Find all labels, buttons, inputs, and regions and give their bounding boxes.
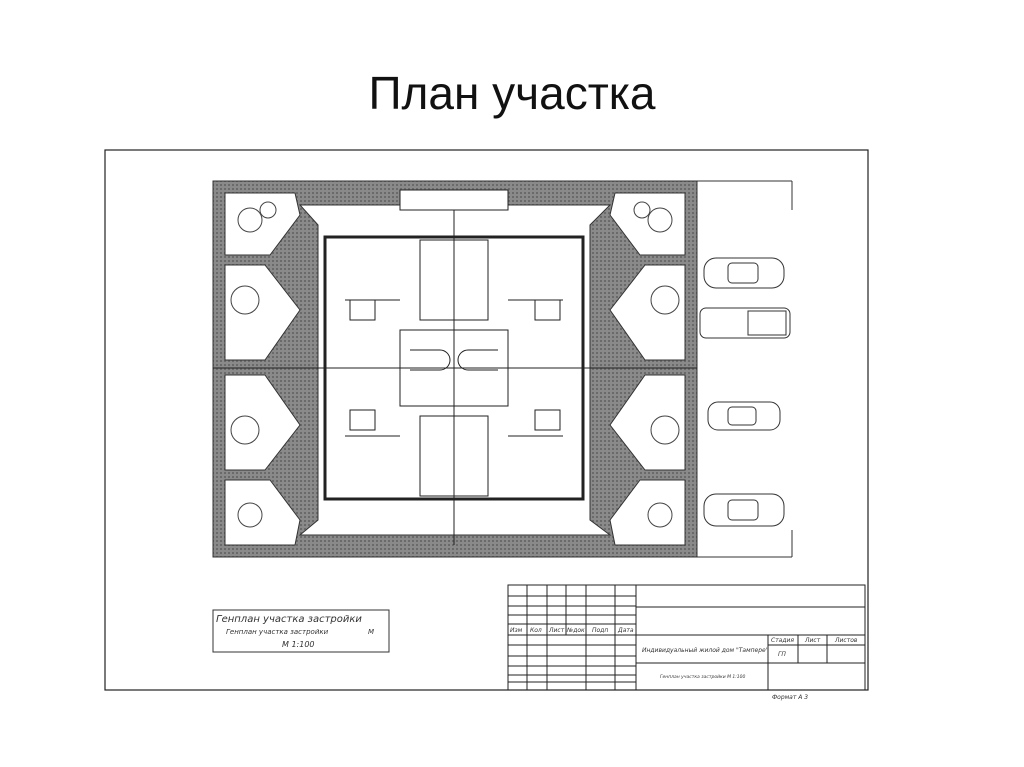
col-kol: Кол — [530, 627, 542, 634]
stage-label: Стадия — [771, 637, 794, 644]
sheet-title: Генплан участка застройки М 1:100 — [660, 674, 746, 680]
label-line1: Генплан участка застройки — [216, 614, 362, 625]
label-scale: М 1:100 — [282, 640, 315, 649]
col-izm: Изм — [510, 627, 523, 634]
col-ndok: №док — [566, 627, 585, 634]
col-data: Дата — [617, 627, 634, 634]
site-area — [212, 180, 698, 558]
stage-value: ГП — [778, 651, 786, 658]
car-4 — [703, 493, 785, 527]
slide-title: План участка — [368, 67, 656, 119]
col-list: Лист — [548, 627, 565, 634]
car-3 — [707, 401, 781, 431]
col-podp: Подп — [592, 627, 608, 634]
sheet-frame — [104, 149, 869, 691]
drawing-label: Генплан участка застройки Генплан участк… — [212, 609, 390, 653]
parking-area — [697, 180, 793, 558]
sheet-label: Лист — [804, 637, 821, 644]
house-plan — [213, 189, 697, 545]
label-suffix: М — [368, 628, 374, 636]
format-label: Формат А 3 — [772, 694, 808, 701]
car-1 — [703, 257, 785, 289]
sheets-label: Листов — [834, 637, 858, 644]
project-name: Индивидуальный жилой дом "Тампере" — [642, 647, 769, 654]
label-line2: Генплан участка застройки — [226, 628, 329, 636]
title-block: Изм Кол Лист №док Подп Дата Индивидуальн… — [507, 584, 866, 701]
car-2 — [699, 307, 791, 339]
